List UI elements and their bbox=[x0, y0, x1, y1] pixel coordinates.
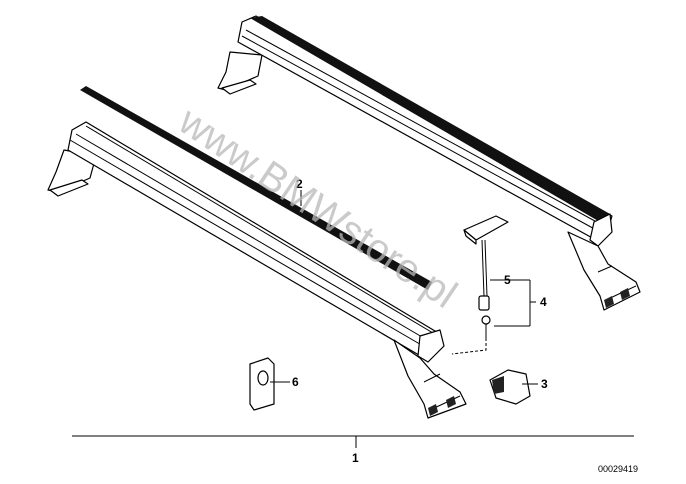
dashed-leader bbox=[451, 338, 487, 355]
document-number: 00029419 bbox=[598, 464, 638, 474]
rubber-strip bbox=[80, 86, 432, 290]
end-cap-piece bbox=[489, 369, 531, 405]
bracket-plate bbox=[249, 357, 275, 411]
callout-5: 5 bbox=[504, 273, 511, 287]
front-roof-bar bbox=[47, 121, 467, 419]
callout-6: 6 bbox=[292, 375, 299, 389]
callout-3: 3 bbox=[541, 377, 548, 391]
leader-lines bbox=[72, 190, 634, 448]
rear-roof-bar bbox=[217, 15, 641, 311]
callout-2: 2 bbox=[296, 177, 303, 191]
callout-1: 1 bbox=[352, 451, 359, 465]
lock-key bbox=[463, 215, 509, 311]
screw bbox=[481, 315, 491, 338]
callout-4: 4 bbox=[540, 295, 547, 309]
